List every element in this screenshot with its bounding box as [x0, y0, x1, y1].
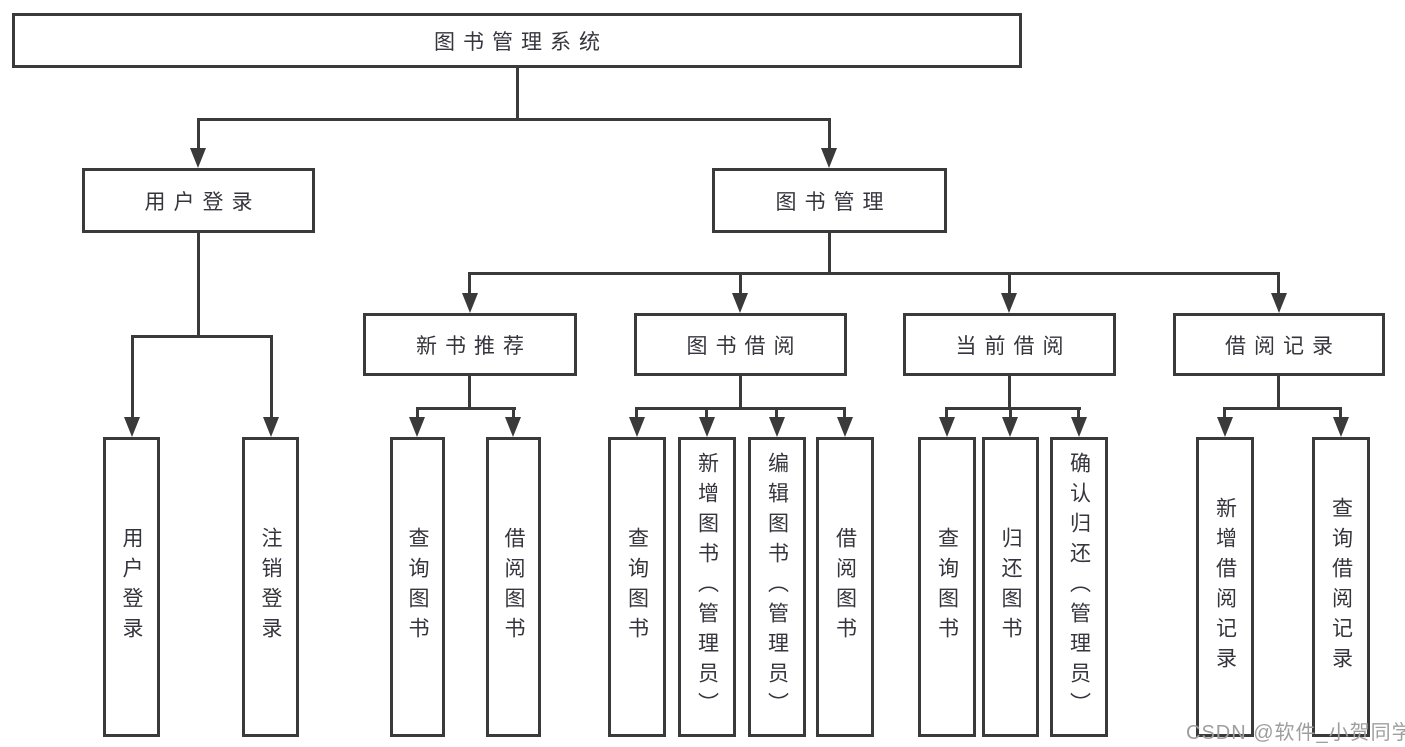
connector-drop-g3-leaf0: [1223, 407, 1226, 421]
connector-level2-branch: [197, 118, 831, 121]
leaf-logout-label: 注销登录: [259, 527, 282, 647]
leaf-query-books-borrow: 查询图书: [608, 437, 666, 737]
connector-drop-leaf-logout: [270, 335, 273, 421]
leaf-query-books-recommend: 查询图书: [390, 437, 445, 737]
leaf-query-books-current: 查询图书: [918, 437, 976, 737]
connector-g3-stem: [1277, 376, 1280, 407]
arrowhead-user-login: [190, 148, 206, 168]
leaf-borrow-books-recommend: 借阅图书: [486, 437, 541, 737]
leaf-add-borrow-record: 新增借阅记录: [1196, 437, 1254, 737]
node-current-borrow: 当前借阅: [903, 313, 1116, 376]
leaf-query-borrow-record-label: 查询借阅记录: [1329, 497, 1353, 677]
connector-g0-stem: [468, 376, 471, 407]
connector-drop-borrow-records: [1277, 272, 1280, 297]
arrowhead-g1-leaf3: [837, 417, 853, 437]
arrowhead-current-borrow: [1001, 293, 1017, 313]
connector-drop-user-login: [197, 118, 200, 154]
leaf-add-borrow-record-label: 新增借阅记录: [1213, 497, 1237, 677]
leaf-return-book-label: 归还图书: [999, 527, 1022, 647]
leaf-borrow-books-recommend-label: 借阅图书: [502, 527, 525, 647]
arrowhead-g1-leaf0: [629, 417, 645, 437]
node-new-book-recommend: 新书推荐: [363, 313, 577, 376]
leaf-return-book: 归还图书: [982, 437, 1039, 737]
arrowhead-g3-leaf0: [1217, 417, 1233, 437]
arrowhead-book-borrow: [732, 293, 748, 313]
connector-g2-branch: [945, 407, 1081, 410]
arrowhead-g2-leaf1: [1002, 417, 1018, 437]
csdn-watermark: CSDN @软件_小贺同学: [1186, 722, 1405, 744]
arrowhead-g1-leaf2: [769, 417, 785, 437]
leaf-query-books-current-label: 查询图书: [935, 527, 959, 647]
node-book-borrow: 图书借阅: [634, 313, 847, 376]
leaf-query-books-borrow-label: 查询图书: [625, 527, 649, 647]
arrowhead-leaf-user-login: [124, 417, 140, 437]
leaf-add-book-admin: 新增图书（管理员）: [678, 437, 736, 737]
arrowhead-g0-leaf1: [505, 417, 521, 437]
connector-level3-branch: [468, 272, 1280, 275]
arrowhead-g1-leaf1: [699, 417, 715, 437]
connector-drop-g2-leaf2: [1077, 407, 1080, 421]
leaf-add-book-admin-label: 新增图书（管理员）: [695, 452, 719, 722]
connector-drop-book-borrow: [739, 272, 742, 297]
leaf-borrow-books: 借阅图书: [816, 437, 874, 737]
connector-drop-book-management: [828, 118, 831, 154]
leaf-confirm-return-admin: 确认归还（管理员）: [1050, 437, 1108, 737]
connector-drop-g1-leaf2: [775, 407, 778, 421]
leaf-query-books-recommend-label: 查询图书: [406, 527, 429, 647]
leaf-user-login: 用户登录: [103, 437, 160, 737]
connector-user-branch: [131, 335, 273, 338]
arrowhead-leaf-logout: [263, 417, 279, 437]
arrowhead-g3-leaf1: [1333, 417, 1349, 437]
connector-drop-g1-leaf3: [843, 407, 846, 421]
arrowhead-book-management: [821, 148, 837, 168]
leaf-logout: 注销登录: [242, 437, 299, 737]
arrowhead-g2-leaf2: [1071, 417, 1087, 437]
connector-book-stem: [828, 233, 831, 272]
connector-g2-stem: [1008, 376, 1011, 407]
leaf-query-borrow-record: 查询借阅记录: [1312, 437, 1370, 737]
node-user-login: 用户登录: [82, 168, 315, 233]
connector-drop-g1-leaf0: [635, 407, 638, 421]
arrowhead-g2-leaf0: [939, 417, 955, 437]
arrowhead-borrow-records: [1271, 293, 1287, 313]
connector-g1-stem: [739, 376, 742, 407]
connector-drop-leaf-user-login: [131, 335, 134, 421]
connector-drop-g0-leaf1: [512, 407, 515, 421]
connector-drop-g0-leaf0: [416, 407, 419, 421]
connector-g3-branch: [1223, 407, 1342, 410]
connector-drop-new-book: [468, 272, 471, 297]
leaf-borrow-books-label: 借阅图书: [833, 527, 857, 647]
connector-drop-g1-leaf1: [705, 407, 708, 421]
leaf-user-login-label: 用户登录: [120, 527, 143, 647]
connector-drop-g3-leaf1: [1339, 407, 1342, 421]
arrowhead-g0-leaf0: [409, 417, 425, 437]
connector-drop-current-borrow: [1008, 272, 1011, 297]
node-book-management: 图书管理: [712, 168, 947, 233]
arrowhead-new-book: [462, 293, 478, 313]
connector-drop-g2-leaf1: [1009, 407, 1012, 421]
node-borrow-records: 借阅记录: [1173, 313, 1385, 376]
connector-g0-branch: [416, 407, 516, 410]
leaf-edit-book-admin-label: 编辑图书（管理员）: [765, 452, 789, 722]
connector-root-stem: [516, 68, 519, 118]
node-root: 图书管理系统: [12, 13, 1022, 68]
connector-g1-branch: [635, 407, 846, 410]
connector-user-stem: [197, 233, 200, 335]
leaf-edit-book-admin: 编辑图书（管理员）: [748, 437, 806, 737]
connector-drop-g2-leaf0: [945, 407, 948, 421]
leaf-confirm-return-admin-label: 确认归还（管理员）: [1067, 452, 1091, 722]
